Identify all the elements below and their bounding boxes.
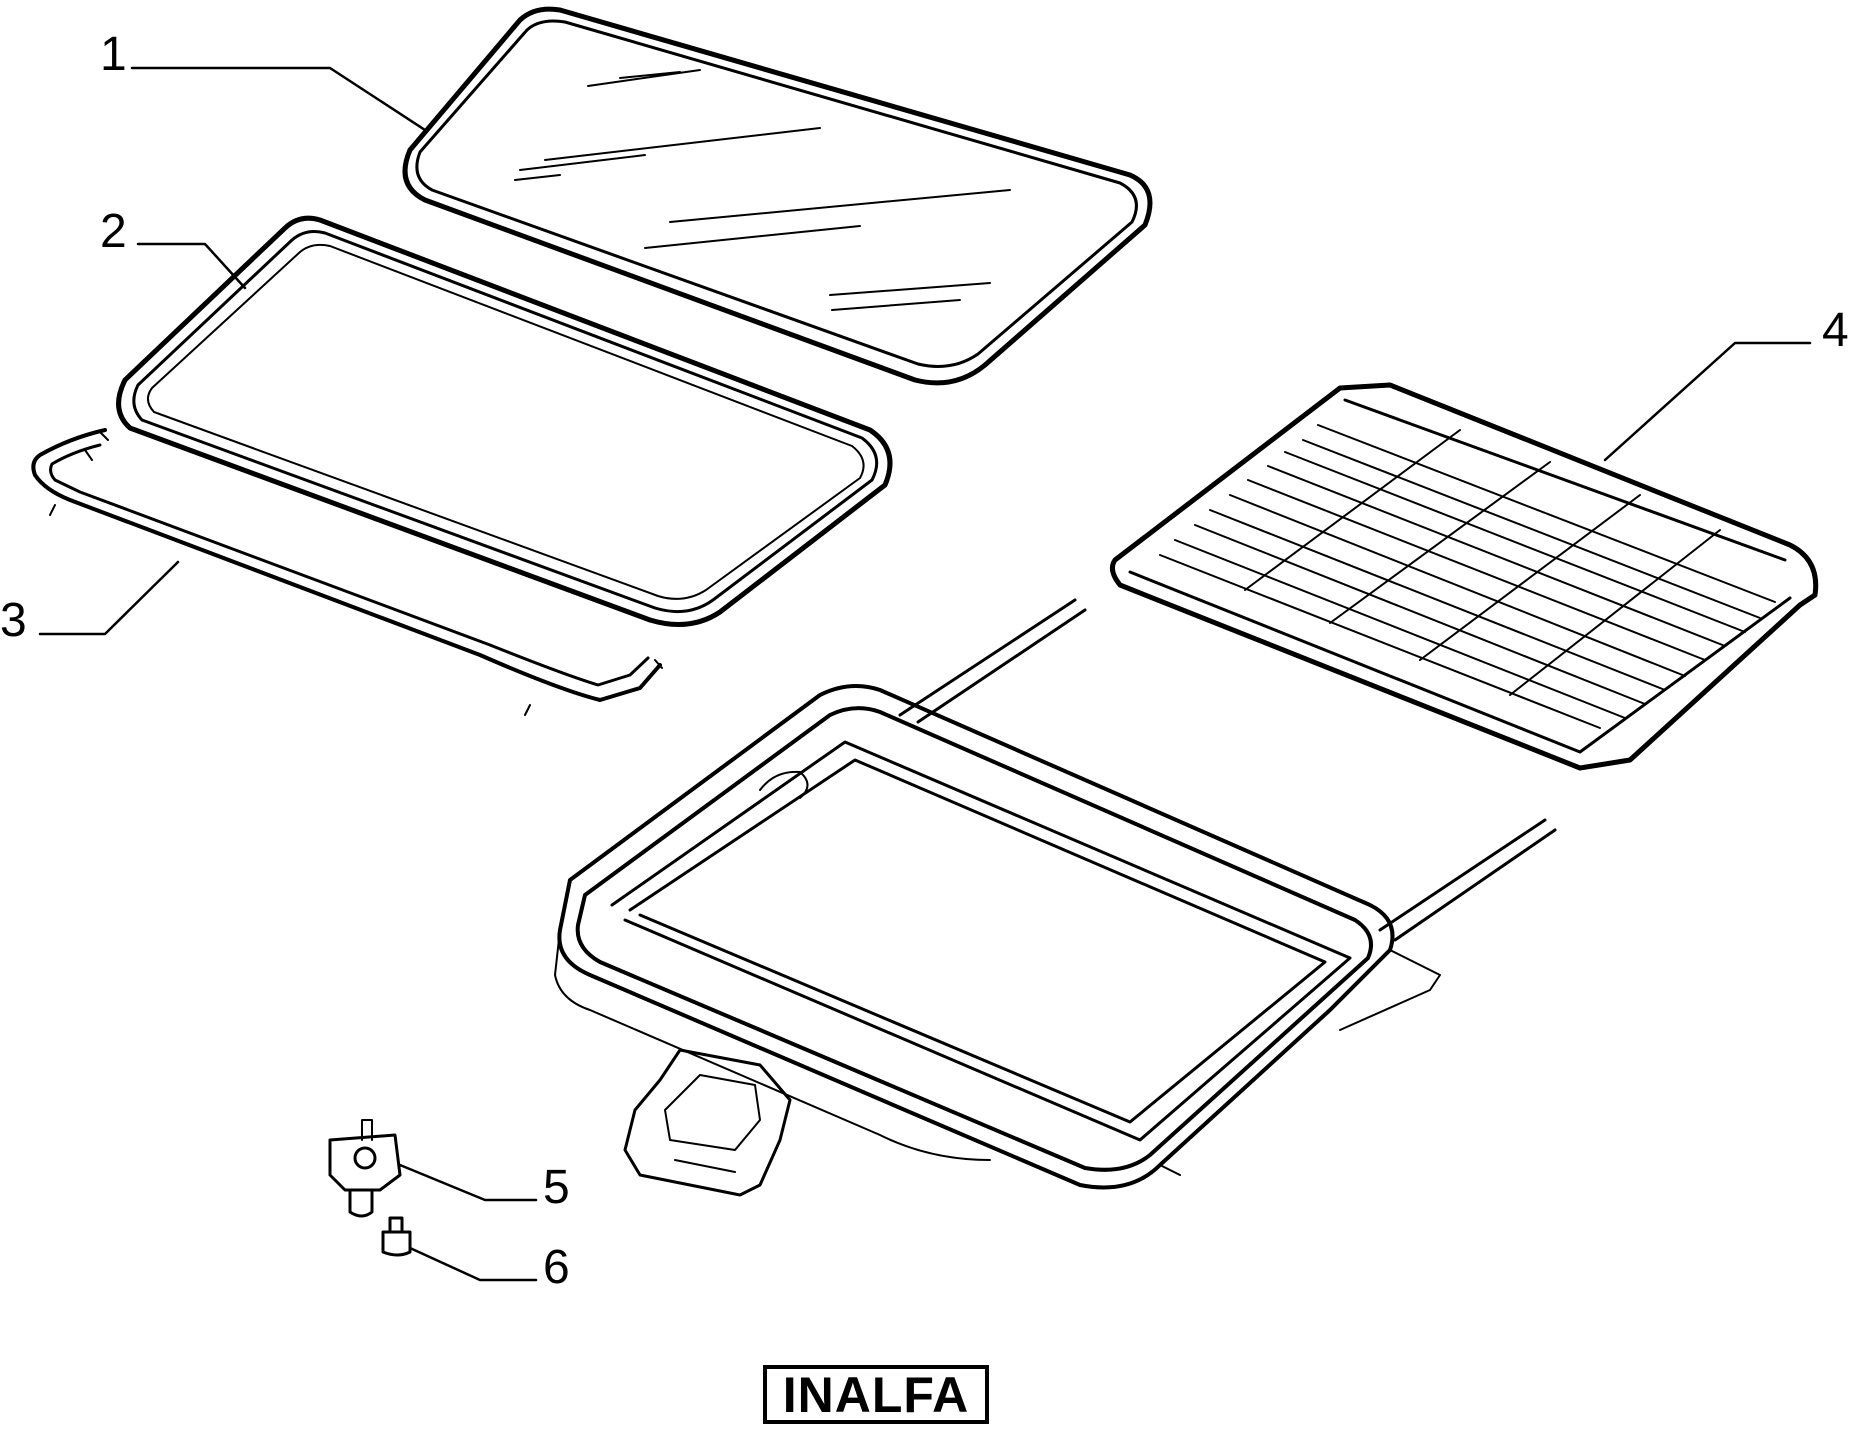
manufacturer-label: INALFA [782,1366,970,1423]
part-3-deflector-strip [31,428,663,716]
part-5-drive-motor [328,1119,402,1218]
leader-line-3 [38,560,180,636]
motor-bracket [623,1048,792,1197]
manufacturer-label-box: INALFA [763,1365,989,1424]
callout-6: 6 [543,1241,570,1294]
callout-3: 3 [0,594,27,647]
part-4-sunshade-panel [1109,382,1819,771]
leader-line-6 [408,1246,538,1282]
callout-5: 5 [543,1161,570,1214]
callout-2: 2 [100,205,127,258]
leader-line-2 [136,242,247,290]
callout-1: 1 [100,28,127,81]
leader-line-5 [398,1163,538,1202]
callout-4: 4 [1822,304,1849,357]
leader-lines [38,66,1812,1282]
leader-line-1 [130,66,427,132]
part-2-frame-seal [116,215,893,627]
leader-line-4 [1603,341,1812,462]
sunroof-mechanism-frame [554,598,1557,1190]
part-1-glass-panel [402,6,1153,386]
part-6-screw [381,1216,412,1257]
